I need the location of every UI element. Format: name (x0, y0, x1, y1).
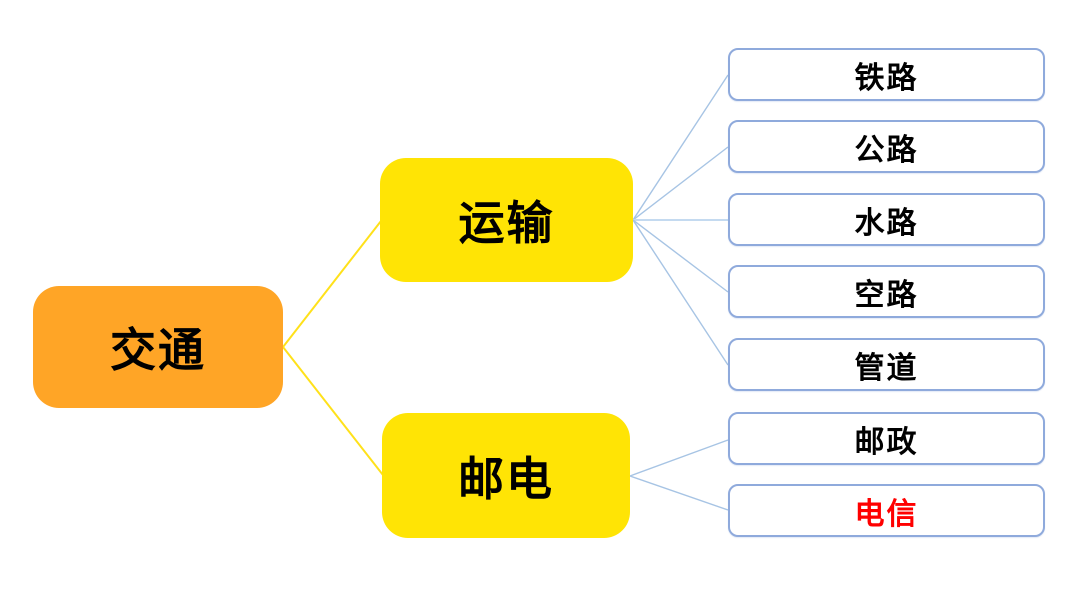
node-branch-transport: 运输 (380, 158, 633, 282)
node-root-traffic: 交通 (33, 286, 283, 408)
node-branch-post-telecom: 邮电 (382, 413, 630, 538)
connector-post-postal (629, 439, 729, 477)
node-leaf-highway: 公路 (728, 120, 1045, 173)
connector-transport-railway (632, 74, 729, 221)
connector-root-transport (282, 220, 382, 348)
node-leaf-pipeline: 管道 (728, 338, 1045, 391)
connector-transport-highway (632, 146, 729, 221)
node-leaf-postal: 邮政 (728, 412, 1045, 465)
node-leaf-waterway: 水路 (728, 193, 1045, 246)
connector-transport-airway (632, 219, 729, 293)
node-leaf-telecom: 电信 (728, 484, 1045, 537)
connector-transport-pipeline (632, 219, 729, 366)
connector-post-telecom (629, 475, 729, 511)
node-leaf-airway: 空路 (728, 265, 1045, 318)
connector-root-post (282, 346, 384, 476)
node-leaf-railway: 铁路 (728, 48, 1045, 101)
